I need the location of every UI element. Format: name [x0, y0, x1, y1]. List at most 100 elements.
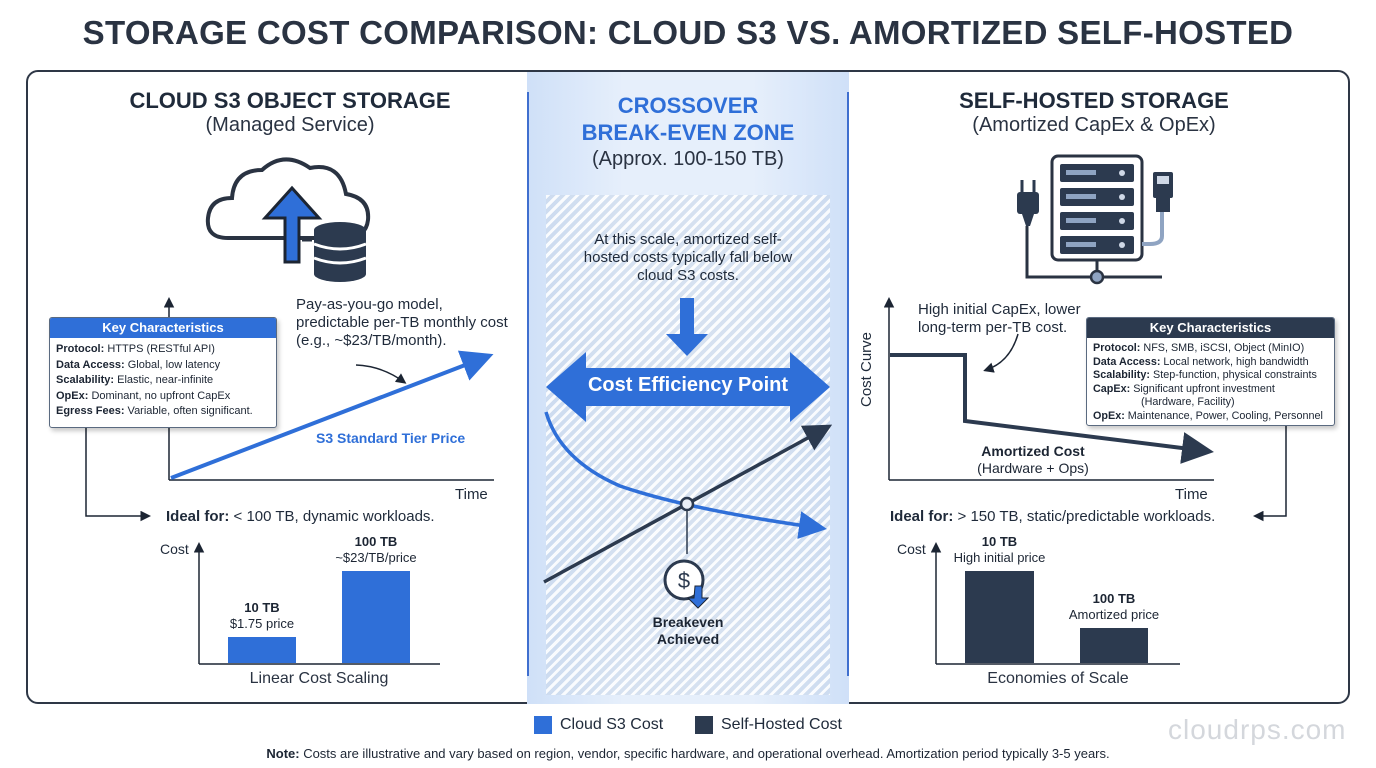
- cloud-annotation: Pay-as-you-go model, predictable per-TB …: [296, 296, 508, 349]
- cloud-bar-100tb-label: 100 TB~$23/TB/price: [306, 534, 446, 566]
- zone-right-edge: [847, 92, 849, 676]
- card-row-key: Protocol:: [56, 343, 108, 355]
- card-row-key: OpEx:: [56, 389, 92, 402]
- legend-self: Self-Hosted Cost: [695, 716, 842, 734]
- card-row-value: NFS, SMB, iSCSI, Object (MinIO): [1143, 342, 1305, 354]
- center-subheading: (Approx. 100-150 TB): [592, 148, 784, 170]
- amortized-title: Amortized Cost: [981, 443, 1085, 459]
- left-bar-chart-axes: [193, 542, 440, 665]
- card-row: OpEx: Maintenance, Power, Cooling, Perso…: [1093, 410, 1328, 424]
- watermark: cloudrps.com: [1168, 714, 1347, 745]
- self-hosted-step-line: [890, 353, 1214, 464]
- intersection-point: [679, 496, 695, 512]
- ideal-value: > 150 TB, static/predictable workloads.: [953, 508, 1216, 525]
- bar-title: 100 TB: [1092, 591, 1136, 606]
- card-row-value: Variable, often significant.: [127, 405, 253, 417]
- self-subheading: (Amortized CapEx & OpEx): [972, 114, 1216, 136]
- svg-text:$: $: [678, 568, 690, 593]
- card-row: Scalability: Step-function, physical con…: [1093, 369, 1328, 383]
- card-row-key: Protocol:: [1093, 342, 1144, 354]
- cost-efficiency-double-arrow: [546, 352, 830, 422]
- crossover-curves: [543, 411, 833, 584]
- card-row-value: (Hardware, Facility): [1141, 396, 1235, 408]
- card-body: Protocol: NFS, SMB, iSCSI, Object (MinIO…: [1087, 338, 1334, 425]
- dollar-down-icon: $: [663, 559, 710, 609]
- cloud-ideal: Ideal for: < 100 TB, dynamic workloads.: [166, 508, 435, 525]
- center-down-arrow: [666, 298, 708, 356]
- left-line-chart: [85, 297, 494, 522]
- card-row-value: Maintenance, Power, Cooling, Personnel: [1127, 409, 1323, 422]
- cloud-x-label: Time: [455, 486, 488, 503]
- card-row: CapEx: Significant upfront investment: [1093, 383, 1328, 397]
- self-x-label: Time: [1175, 486, 1208, 503]
- cloud-bar-10tb-label: 10 TB$1.75 price: [202, 600, 322, 632]
- center-heading-2: BREAK-EVEN ZONE: [581, 120, 795, 145]
- cloud-cost-curve: [544, 411, 827, 539]
- zone-left-edge: [527, 92, 529, 676]
- center-heading-1: CROSSOVER: [617, 93, 759, 118]
- breakeven-label: Breakeven Achieved: [652, 614, 724, 647]
- card-row-key: Data Access:: [56, 358, 128, 371]
- self-bar-y-label: Cost: [897, 541, 926, 557]
- bar-title: 10 TB: [244, 600, 280, 615]
- legend-cloud-label: Cloud S3 Cost: [560, 716, 664, 733]
- note-value: Costs are illustrative and vary based on…: [299, 746, 1110, 761]
- card-row: Data Access: Global, low latency: [56, 358, 270, 374]
- bar-label: High initial price: [953, 550, 1046, 565]
- ideal-key: Ideal for:: [890, 508, 954, 525]
- s3-price-line: [170, 350, 494, 480]
- card-body: Protocol: HTTPS (RESTful API)Data Access…: [50, 338, 276, 424]
- legend-cloud: Cloud S3 Cost: [534, 716, 663, 734]
- self-bar-10tb: [965, 571, 1034, 663]
- card-row: Protocol: NFS, SMB, iSCSI, Object (MinIO…: [1093, 342, 1328, 356]
- right-bar-chart-axes: [930, 542, 1180, 665]
- card-row-value: Significant upfront investment: [1133, 382, 1275, 395]
- cloud-upload-database-icon: [205, 157, 371, 282]
- legend-self-label: Self-Hosted Cost: [721, 716, 842, 733]
- card-row: Scalability: Elastic, near-infinite: [56, 373, 270, 389]
- ideal-key: Ideal for:: [166, 508, 230, 525]
- cloud-bar-caption: Linear Cost Scaling: [249, 670, 389, 687]
- card-row-value: Global, low latency: [127, 358, 221, 371]
- self-bar-caption: Economies of Scale: [987, 670, 1129, 687]
- self-ideal: Ideal for: > 150 TB, static/predictable …: [890, 508, 1215, 525]
- card-row: Data Access: Local network, high bandwid…: [1093, 356, 1328, 370]
- note-key: Note:: [266, 746, 300, 761]
- card-row-key: Scalability:: [1093, 369, 1154, 381]
- card-title: Key Characteristics: [1087, 318, 1334, 338]
- bar-label: ~$23/TB/price: [335, 550, 417, 565]
- card-title: Key Characteristics: [50, 318, 276, 338]
- amortized-sub: (Hardware + Ops): [977, 460, 1089, 476]
- self-heading: SELF-HOSTED STORAGE: [959, 88, 1229, 113]
- card-row-key: Data Access:: [1093, 355, 1164, 368]
- bar-title: 10 TB: [981, 534, 1018, 549]
- card-row-key: Scalability:: [56, 374, 118, 386]
- ideal-value: < 100 TB, dynamic workloads.: [229, 508, 435, 525]
- card-row: (Hardware, Facility): [1093, 396, 1328, 410]
- cloud-bar-y-label: Cost: [160, 541, 189, 557]
- card-row-value: Elastic, near-infinite: [117, 374, 214, 386]
- self-annotation: High initial CapEx, lower long-term per-…: [918, 301, 1081, 336]
- s3-line-label: S3 Standard Tier Price: [316, 430, 466, 446]
- cloud-bar-10tb: [228, 637, 296, 663]
- breakeven-zone-hatch: [546, 195, 830, 695]
- cloud-subheading: (Managed Service): [205, 114, 375, 136]
- card-row-value: Step-function, physical constraints: [1153, 369, 1317, 381]
- bar-title: 100 TB: [354, 534, 398, 549]
- card-row-key: Egress Fees:: [56, 405, 128, 417]
- cost-efficiency-label: Cost Efficiency Point: [587, 374, 789, 396]
- page-title: STORAGE COST COMPARISON: CLOUD S3 VS. AM…: [82, 14, 1294, 51]
- card-row: Protocol: HTTPS (RESTful API): [56, 342, 270, 358]
- footer-note: Note: Costs are illustrative and vary ba…: [0, 746, 1376, 761]
- cloud-bar-100tb: [342, 571, 410, 663]
- bar-label: Amortized price: [1068, 607, 1160, 622]
- card-row-value: Local network, high bandwidth: [1163, 355, 1309, 368]
- card-row: OpEx: Dominant, no upfront CapEx: [56, 389, 270, 405]
- server-rack-icon: [1017, 154, 1173, 285]
- card-row-value: Dominant, no upfront CapEx: [91, 389, 231, 402]
- cloud-heading: CLOUD S3 OBJECT STORAGE: [129, 88, 451, 113]
- card-row-value: HTTPS (RESTful API): [107, 343, 215, 355]
